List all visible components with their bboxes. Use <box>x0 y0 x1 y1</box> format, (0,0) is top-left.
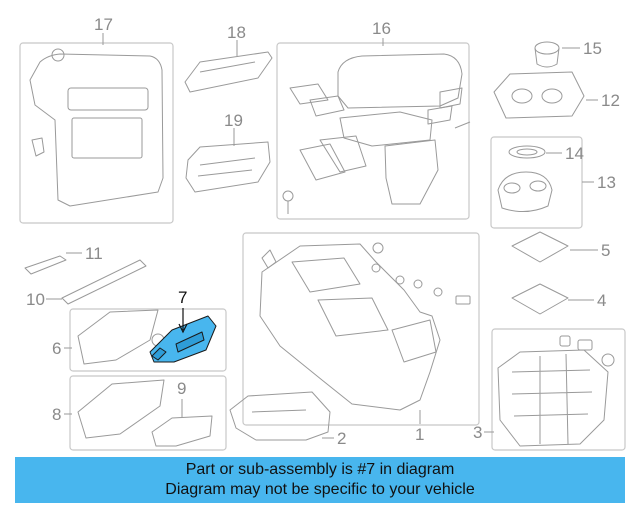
part-4-pad <box>511 283 569 315</box>
callout-2: 2 <box>337 429 347 448</box>
callout-3: 3 <box>473 423 483 442</box>
parts-diagram <box>19 33 626 451</box>
frame-part-17 <box>19 42 174 224</box>
callout-19: 19 <box>224 111 243 130</box>
callout-9: 9 <box>177 379 187 398</box>
part-5-pad <box>511 231 569 263</box>
callout-12: 12 <box>601 91 620 110</box>
part-17-panel-opening <box>67 87 149 111</box>
callout-7: 7 <box>178 288 188 307</box>
callout-14: 14 <box>565 144 584 163</box>
callout-5: 5 <box>601 241 611 260</box>
part-8-trim <box>77 379 165 439</box>
frame-part-16 <box>276 42 470 220</box>
part-13-cup-holder <box>497 171 553 212</box>
callout-4: 4 <box>597 291 607 310</box>
part-15-cup <box>534 41 560 55</box>
callout-11: 11 <box>85 244 103 263</box>
callout-15: 15 <box>583 39 602 58</box>
callout-16: 16 <box>372 19 391 38</box>
part-7-highlight <box>149 315 217 363</box>
frame-part-8 <box>69 375 227 451</box>
callout-1: 1 <box>415 425 425 444</box>
callout-18: 18 <box>227 23 246 42</box>
part-12-tray <box>493 71 585 119</box>
part-6-trim <box>77 309 159 365</box>
part-17-front-panel <box>29 53 164 207</box>
part-16-armrest <box>337 53 463 109</box>
part-19-trim <box>185 141 271 193</box>
callout-10: 10 <box>26 290 45 309</box>
part-2-bracket <box>229 391 331 441</box>
footer-line-2: Diagram may not be specific to your vehi… <box>165 481 475 498</box>
part-11-strip <box>24 255 67 275</box>
part-9-cover <box>151 415 213 447</box>
callout-6: 6 <box>52 339 62 358</box>
part-3-bin <box>497 349 609 447</box>
part-18-bracket <box>184 51 273 93</box>
callout-17: 17 <box>94 15 113 34</box>
callout-13: 13 <box>597 173 616 192</box>
part-14-ring <box>508 145 546 159</box>
part-1-console <box>259 243 441 411</box>
frame-part-1 <box>242 232 480 426</box>
frame-part-6 <box>69 308 227 372</box>
part-10-strip <box>61 259 147 305</box>
callout-8: 8 <box>52 405 62 424</box>
footer-banner: Part or sub-assembly is #7 in diagram Di… <box>15 457 625 503</box>
footer-line-1: Part or sub-assembly is #7 in diagram <box>185 461 455 478</box>
frame-part-3 <box>491 328 626 451</box>
